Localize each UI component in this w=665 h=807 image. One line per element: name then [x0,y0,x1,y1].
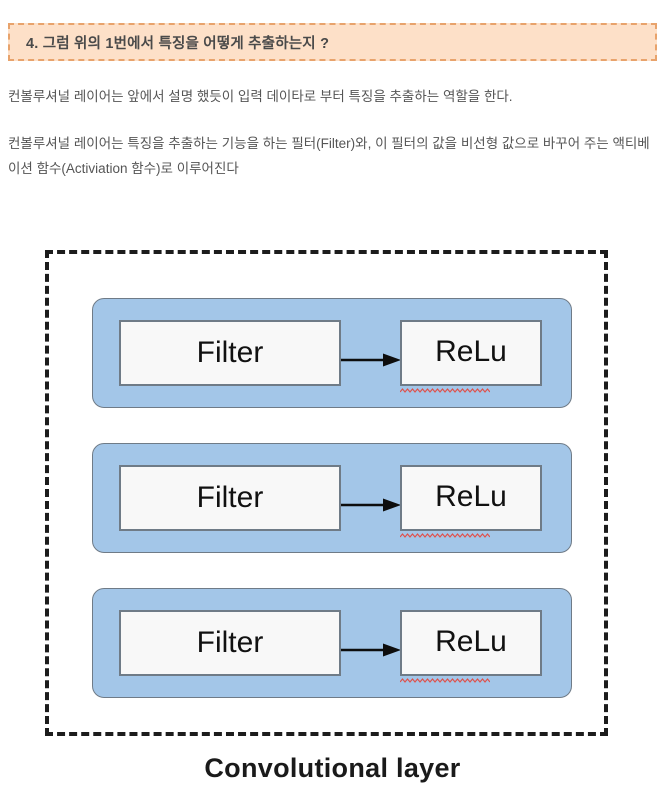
filter-label: Filter [196,336,264,369]
convolutional-layer-diagram: Filter ReLu Filter [45,250,608,736]
conv-layer-row: Filter ReLu [92,443,572,553]
conv-layer-row: Filter ReLu [92,298,572,408]
question-banner: 4. 그럼 위의 1번에서 특징을 어떻게 추출하는지 ? [8,23,657,61]
paragraph-1: 컨볼루셔널 레이어는 앞에서 설명 했듯이 입력 데이타로 부터 특징을 추출하… [8,89,513,104]
filter-box: Filter [119,610,341,676]
spellcheck-underline-icon [400,388,542,393]
conv-layer-row: Filter ReLu [92,588,572,698]
spellcheck-underline-icon [400,678,542,683]
activation-box: ReLu [400,320,542,393]
diagram-caption: Convolutional layer [204,753,461,783]
activation-box: ReLu [400,465,542,538]
activation-box: ReLu [400,610,542,683]
activation-label: ReLu [435,624,507,658]
filter-box: Filter [119,465,341,531]
filter-label: Filter [196,626,264,659]
flow-arrow-icon [341,498,401,512]
filter-label: Filter [196,481,264,514]
spellcheck-underline-icon [400,533,542,538]
activation-label: ReLu [435,334,507,368]
filter-box: Filter [119,320,341,386]
flow-arrow-icon [341,353,401,367]
question-heading: 4. 그럼 위의 1번에서 특징을 어떻게 추출하는지 ? [26,35,330,52]
flow-arrow-icon [341,643,401,657]
paragraph-2: 컨볼루셔널 레이어는 특징을 추출하는 기능을 하는 필터(Filter)와, … [8,136,650,176]
activation-label: ReLu [435,479,507,513]
